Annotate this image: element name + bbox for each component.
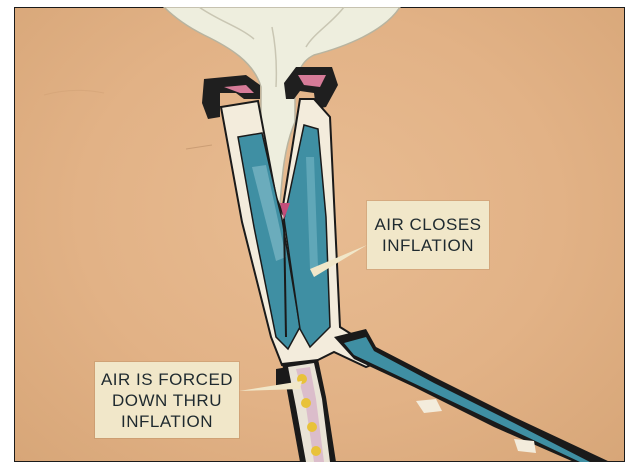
branch-tube-inner	[344, 337, 590, 462]
label-air-closes-inflation: AIR CLOSES INFLATION	[367, 201, 489, 269]
branch-flow-arrow	[416, 399, 442, 413]
label-line: AIR CLOSES	[367, 214, 489, 235]
label-air-forced-down: AIR IS FORCED DOWN THRU INFLATION	[95, 362, 239, 438]
diagram-slide: AIR CLOSES INFLATION AIR IS FORCED DOWN …	[14, 7, 625, 462]
air-bubble	[307, 422, 317, 432]
label-line: INFLATION	[367, 235, 489, 256]
balloon-shape	[164, 7, 400, 205]
scratch-mark	[186, 145, 212, 149]
label-line: DOWN THRU	[95, 390, 239, 411]
label-line: INFLATION	[95, 411, 239, 432]
air-bubble	[301, 398, 311, 408]
scratch-mark	[44, 90, 104, 95]
air-bubble	[311, 446, 321, 456]
label-line: AIR IS FORCED	[95, 369, 239, 390]
branch-tube-outer	[334, 329, 610, 462]
branch-flow-arrow	[514, 439, 536, 453]
